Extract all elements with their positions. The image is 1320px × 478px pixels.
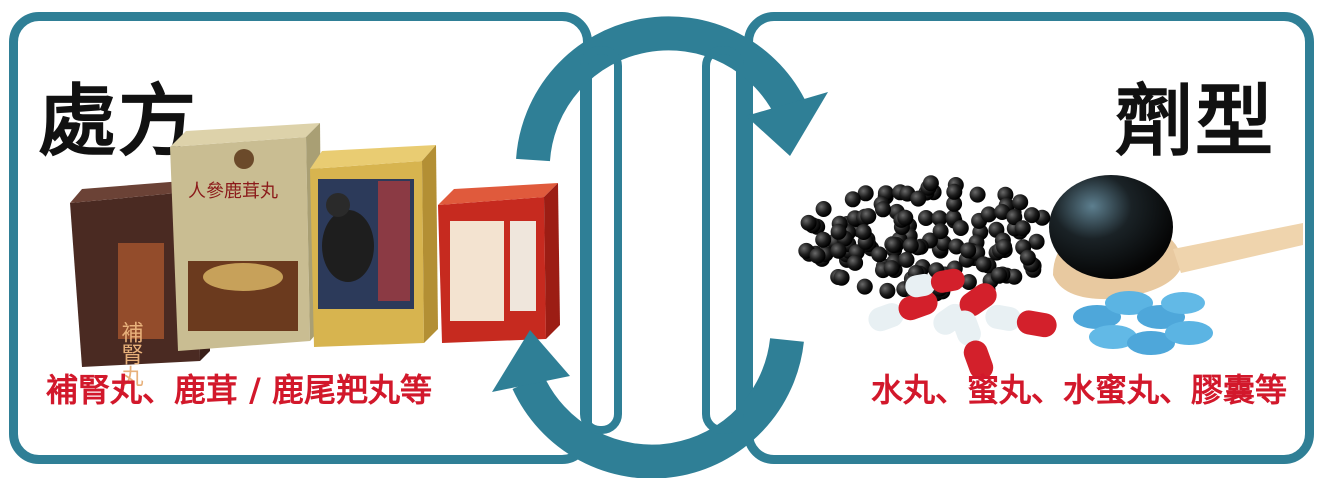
water-pill (969, 186, 986, 203)
water-pill (860, 208, 877, 225)
water-pill (1006, 209, 1023, 226)
water-pill (800, 214, 817, 231)
deer-medicine-box (310, 145, 438, 347)
water-pill (1006, 268, 1023, 285)
water-pill (883, 260, 900, 277)
water-pill (1012, 194, 1029, 211)
dosage-form-panel: 劑型 (744, 12, 1314, 464)
water-pill (975, 256, 992, 273)
beige-medicine-box: 人參鹿茸丸 (170, 123, 322, 351)
water-pill (857, 185, 874, 202)
box-label-renshen: 人參鹿茸丸 (188, 181, 278, 202)
capsules (868, 268, 1057, 380)
dosage-form-heading: 劑型 (1114, 77, 1275, 167)
water-pill (960, 274, 977, 290)
water-pill (996, 238, 1013, 255)
water-pill (847, 254, 864, 271)
water-pill (1014, 220, 1031, 237)
water-pill (922, 175, 939, 192)
water-pill (879, 282, 896, 299)
water-pill (994, 204, 1011, 220)
water-pill (844, 191, 861, 208)
water-pill (897, 209, 914, 226)
water-pill (1023, 207, 1040, 224)
water-pill (931, 210, 948, 227)
water-pill (898, 251, 915, 268)
water-pill (856, 278, 873, 295)
blue-tablets (1073, 291, 1213, 355)
dosage-form-caption: 水丸、蜜丸、水蜜丸、膠囊等 (870, 371, 1287, 409)
water-pill (855, 224, 872, 240)
water-pill (918, 210, 934, 226)
medicine-boxes-illustration: 補腎丸 人參鹿茸丸 (70, 123, 560, 387)
water-pill (830, 223, 847, 240)
water-pill (833, 269, 850, 286)
water-pill (910, 190, 927, 207)
water-pill (932, 223, 949, 240)
water-pill (960, 242, 977, 259)
water-pill (809, 247, 826, 264)
water-pill (815, 201, 832, 217)
prescription-heading: 處方 (38, 77, 199, 167)
prescription-panel: 處方 補腎丸 人參鹿茸丸 (9, 12, 592, 464)
red-medicine-box (438, 183, 560, 343)
water-pill (830, 242, 847, 259)
water-pill (946, 183, 963, 200)
water-pill (946, 195, 963, 212)
water-pill (1028, 233, 1045, 250)
water-pill (885, 237, 902, 254)
water-pill (1019, 249, 1036, 266)
water-pill (871, 246, 888, 263)
pills-illustration (798, 175, 1303, 380)
box-label-bushen: 補腎丸 (118, 321, 144, 387)
water-pill (815, 231, 832, 248)
honey-pill (1049, 175, 1173, 279)
water-pill (902, 237, 919, 254)
water-pill (875, 201, 891, 218)
water-pill (935, 235, 952, 252)
prescription-caption: 補腎丸、鹿茸 / 鹿尾羓丸等 (46, 371, 432, 409)
water-pill (980, 206, 997, 223)
water-pill (952, 220, 969, 236)
water-pill (991, 267, 1008, 283)
